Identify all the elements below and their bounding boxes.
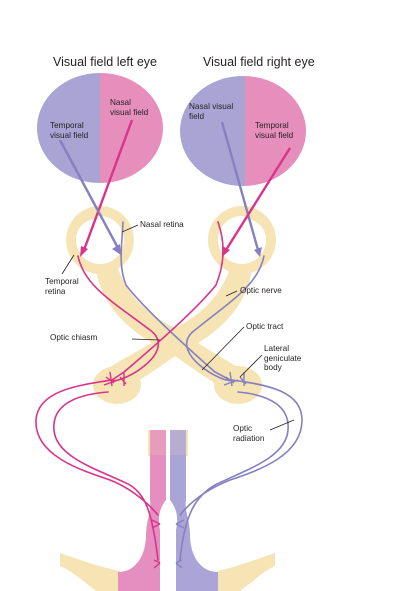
- optic-chiasm-leader: [131, 338, 161, 341]
- right-nasal-field-region: [180, 76, 246, 186]
- left-temporal-pink-fiber: [77, 255, 160, 382]
- left-temporal-field-ray: [58, 139, 120, 249]
- right-visual-field: [180, 76, 306, 186]
- temporal-retina-leader: [61, 254, 75, 275]
- left-pink-radiation-lower: [53, 391, 159, 561]
- temporal-retina-label: Temporal retina: [45, 277, 79, 296]
- optic-chiasm-body: [96, 268, 252, 392]
- right-nasal-field-ray: [220, 121, 260, 251]
- right-temporal-field-ray: [224, 147, 292, 251]
- geniculate-leader: [239, 354, 263, 378]
- right-nasal-field-label: Nasal visual field: [189, 102, 234, 121]
- left-cortex-upper: [150, 430, 166, 456]
- leader-lines: [61, 224, 295, 431]
- optic-tract-label: Optic tract: [246, 322, 284, 331]
- optic-nerve-label: Optic nerve: [240, 286, 282, 295]
- left-nasal-field-label: Nasal visual field: [110, 98, 149, 117]
- right-temporal-field-label: Temporal visual field: [255, 121, 294, 140]
- ray-arrowheads: [80, 244, 262, 257]
- right-purple-radiation: [179, 379, 303, 516]
- lateral-geniculate-body-label: Lateral geniculate body: [264, 344, 302, 373]
- optic-nerve-leader: [225, 290, 238, 297]
- nasal-retina-label: Nasal retina: [140, 220, 184, 229]
- optic-chiasm-label: Optic chiasm: [50, 333, 98, 342]
- left-eye-title: Visual field left eye: [53, 55, 157, 69]
- left-nasal-field-ray: [82, 119, 134, 251]
- left-nasal-crossing-purple-fiber: [120, 221, 231, 381]
- right-visual-cortex: [170, 455, 218, 591]
- left-eye-interior: [76, 216, 124, 264]
- right-eye-title: Visual field right eye: [203, 55, 315, 69]
- left-occipital-tissue: [60, 553, 120, 591]
- right-eye-interior: [218, 216, 266, 264]
- right-purple-radiation-lower: [179, 391, 289, 561]
- right-occipital-tissue: [218, 553, 275, 591]
- optic-radiation-leader: [269, 419, 295, 431]
- optic-radiation-label: Optic radiation: [233, 424, 265, 443]
- right-cortex-upper: [170, 430, 186, 456]
- nasal-retina-leader: [121, 224, 139, 233]
- right-geniculate-body: [214, 366, 262, 404]
- right-temporal-purple-fiber: [185, 255, 265, 382]
- optic-tract-leader: [201, 326, 245, 371]
- left-pink-radiation: [35, 379, 159, 516]
- left-nasal-field-region: [100, 73, 163, 183]
- left-visual-cortex: [118, 455, 166, 591]
- synapse-marks: [103, 371, 247, 569]
- visual-cortex: [118, 430, 218, 591]
- neural-tissue: [60, 206, 276, 591]
- light-rays: [58, 119, 292, 251]
- left-temporal-field-label: Temporal visual field: [50, 121, 89, 140]
- left-geniculate-body: [93, 366, 141, 404]
- left-lens: [73, 213, 97, 230]
